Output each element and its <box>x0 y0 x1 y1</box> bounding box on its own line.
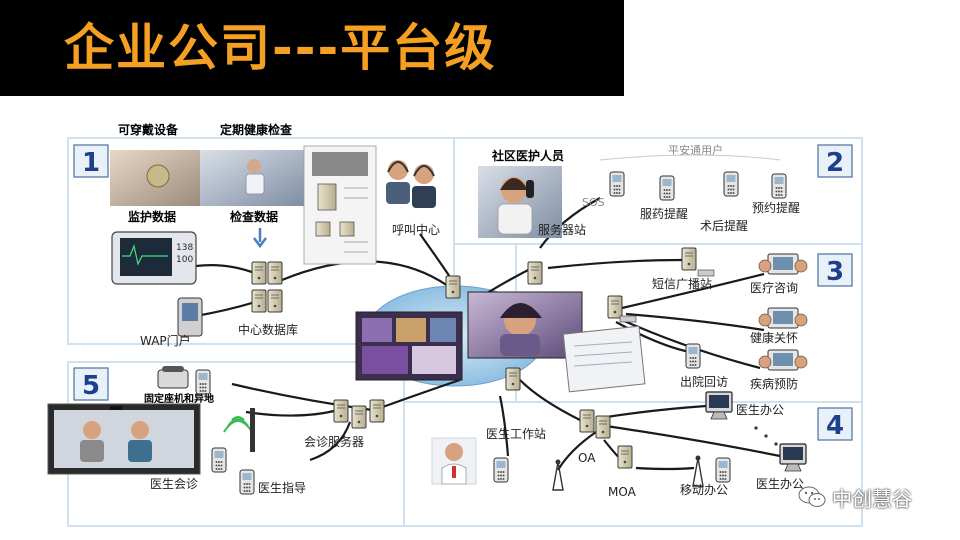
postop-reminder-label: 术后提醒 <box>700 218 748 233</box>
svg-text:4: 4 <box>826 411 844 441</box>
fixed-phone-label: 固定座机和异地 <box>144 392 214 405</box>
svg-text:1: 1 <box>82 148 100 178</box>
watermark-text: 中创慧谷 <box>832 486 912 511</box>
phone-icon <box>659 175 675 201</box>
antenna-icon <box>552 459 564 491</box>
central-db-label: 中心数据库 <box>238 322 298 337</box>
call-center-label: 呼叫中心 <box>392 222 440 237</box>
svg-text:2: 2 <box>826 148 844 178</box>
doctor-workstation-label: 医生工作站 <box>486 427 546 441</box>
exam-data-label: 检查数据 <box>230 209 278 224</box>
medication-reminder-label: 服药提醒 <box>640 206 688 221</box>
doctor-office-label-1: 医生办公 <box>736 402 784 417</box>
mobile-phone-icon <box>195 369 211 395</box>
phone-icon <box>609 171 625 197</box>
call-center-operators-icon <box>386 160 436 208</box>
section-number-2: 2 <box>817 144 853 178</box>
server-rack-panel <box>303 145 377 265</box>
wechat-icon <box>798 486 826 507</box>
phone-icon <box>723 171 739 197</box>
phone-icon <box>771 173 787 199</box>
fixed-phone-icon <box>157 366 189 389</box>
sos-label: SOS <box>582 196 605 209</box>
moa-server-icon <box>617 445 633 469</box>
phone-icon <box>493 457 509 483</box>
video-conference-screen <box>47 403 201 475</box>
health-care-label: 健康关怀 <box>750 330 798 345</box>
phone-icon <box>211 447 227 473</box>
wireless-signal-icon <box>223 408 255 452</box>
doctor-office-label-2: 医生办公 <box>756 476 804 491</box>
sms-server-icon <box>681 247 697 271</box>
oa-label: OA <box>578 451 596 465</box>
monitor-data-label: 监护数据 <box>128 209 176 224</box>
consult-server-label: 会诊服务器 <box>304 434 364 449</box>
central-image-collage <box>355 291 646 393</box>
server-icon <box>527 261 543 285</box>
pda-device-icon <box>177 297 203 337</box>
section-number-4: 4 <box>817 407 853 441</box>
server-station-label: 服务器站 <box>538 222 586 237</box>
svg-text:5: 5 <box>82 371 100 401</box>
down-arrow-icon <box>253 228 267 249</box>
section-number-3: 3 <box>817 253 853 287</box>
doctor-icon <box>431 437 477 485</box>
wap-portal-label: WAP门户 <box>140 333 191 348</box>
antenna-icon <box>692 455 704 487</box>
ping-an-user-label: 平安通用户 <box>668 143 723 157</box>
mobile-office-label: 移动办公 <box>680 482 728 497</box>
ellipsis-dots <box>754 426 778 446</box>
watermark: 中创慧谷 <box>798 480 912 514</box>
patient-icon <box>247 159 261 173</box>
connection-lines <box>195 197 781 471</box>
section-number-1: 1 <box>73 144 109 178</box>
hub-server-icon <box>445 275 461 299</box>
svg-text:100: 100 <box>176 255 193 265</box>
discharge-followup-label: 出院回访 <box>680 375 728 389</box>
server-icon <box>607 295 623 319</box>
checkup-label: 定期健康检查 <box>220 122 293 137</box>
doctor-guidance-label: 医生指导 <box>258 480 306 495</box>
moa-label: MOA <box>608 485 637 499</box>
phone-icon <box>715 457 731 483</box>
doctor-consult-label: 医生会诊 <box>150 477 198 491</box>
appointment-reminder-label: 预约提醒 <box>752 200 800 215</box>
page-title: 企业公司---平台级 <box>64 19 497 77</box>
phone-icon <box>685 343 701 369</box>
community-staff-label: 社区医护人员 <box>491 148 564 163</box>
title-bar: 企业公司---平台级 <box>0 0 624 96</box>
sms-station-label: 短信广播站 <box>652 277 712 291</box>
patient-monitor-icon: 138 100 <box>111 231 197 285</box>
svg-text:138: 138 <box>176 243 193 253</box>
svg-text:3: 3 <box>826 257 844 287</box>
medical-consult-label: 医疗咨询 <box>750 280 798 295</box>
phone-icon <box>239 469 255 495</box>
wearable-label: 可穿戴设备 <box>118 122 179 137</box>
section-number-5: 5 <box>73 367 109 401</box>
wearable-device-icon <box>146 164 170 188</box>
disease-prevention-label: 疾病预防 <box>750 376 798 391</box>
